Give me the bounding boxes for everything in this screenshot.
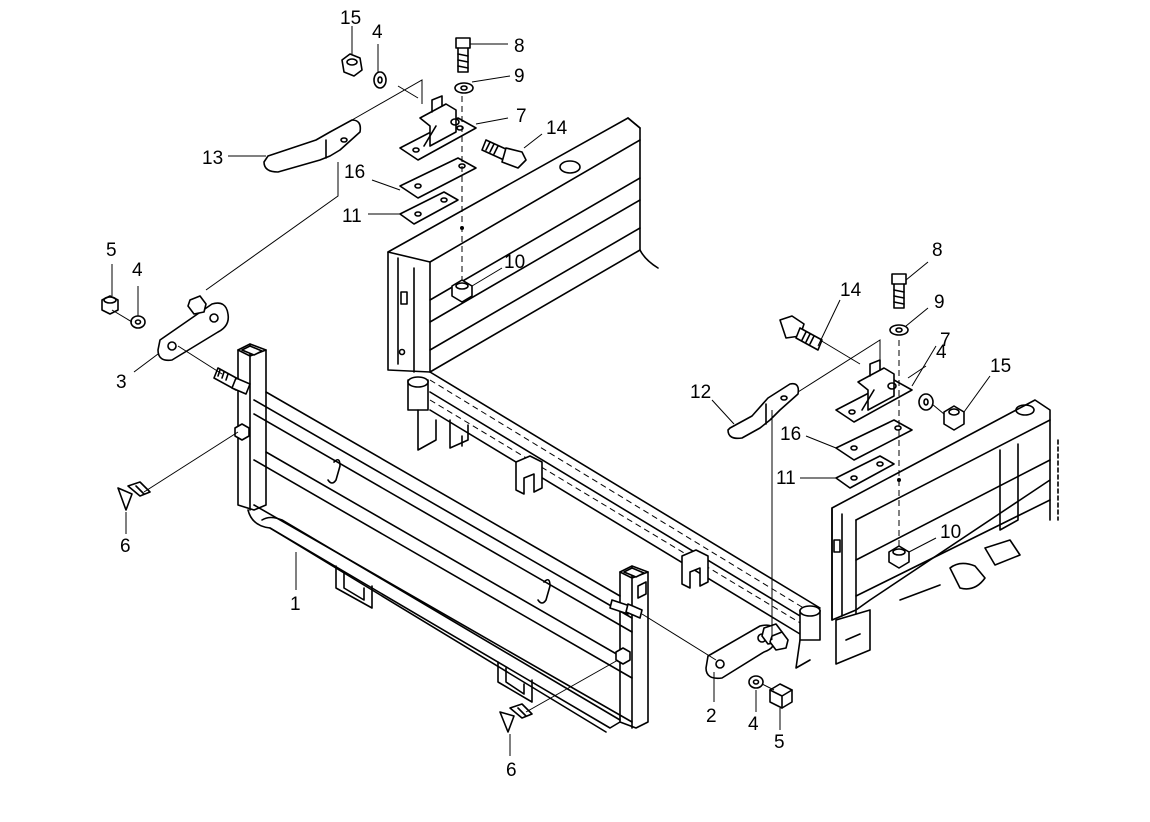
callout-10-right: 10	[940, 522, 961, 543]
callout-8-left: 8	[514, 36, 525, 57]
callout-3: 3	[116, 372, 127, 393]
latch-assembly-left	[263, 37, 527, 303]
assembly-lines	[111, 79, 945, 713]
left-bed-side-panel	[387, 117, 659, 373]
tailgate-frame	[237, 343, 649, 733]
callout-7-right: 7	[940, 330, 951, 351]
leader-lines	[111, 26, 991, 756]
callout-4-left: 4	[132, 260, 143, 281]
callout-7-left: 7	[516, 106, 527, 127]
callout-6-bottom: 6	[506, 760, 517, 781]
callout-8-right: 8	[932, 240, 943, 261]
callout-9-right: 9	[934, 292, 945, 313]
latch-assembly-right	[727, 273, 913, 569]
right-bed-side-panel	[795, 399, 1059, 669]
hinge-strap-right	[609, 599, 789, 680]
callout-16-left: 16	[344, 162, 365, 183]
callout-5-bottom: 5	[774, 732, 785, 753]
hinge-strap-left	[157, 295, 251, 395]
callout-16-right: 16	[780, 424, 801, 445]
callout-14-right: 14	[840, 280, 862, 301]
callout-9-left: 9	[514, 66, 525, 87]
bed-floor-rail	[407, 371, 821, 635]
callout-6-left: 6	[120, 536, 131, 557]
callout-14-left: 14	[546, 118, 568, 139]
callout-15-right: 15	[990, 356, 1011, 377]
callout-4-bottom: 4	[748, 714, 759, 735]
callout-1: 1	[290, 594, 301, 615]
callout-11-left: 11	[342, 206, 362, 227]
fasteners	[101, 53, 965, 733]
callout-4-right: 4	[936, 342, 947, 363]
rail-clips	[515, 455, 709, 589]
callout-labels: 1 2 3 4 4 4 4 5 5 6 6 7 7 8 8 9 9 10 10 …	[106, 8, 1011, 781]
callout-12: 12	[690, 382, 711, 403]
callout-5-left: 5	[106, 240, 117, 261]
callout-15-top: 15	[340, 8, 361, 29]
callout-2: 2	[706, 706, 717, 727]
callout-13: 13	[202, 148, 223, 169]
callout-10-left: 10	[504, 252, 525, 273]
callout-4-top: 4	[372, 22, 383, 43]
callout-11-right: 11	[776, 468, 796, 489]
